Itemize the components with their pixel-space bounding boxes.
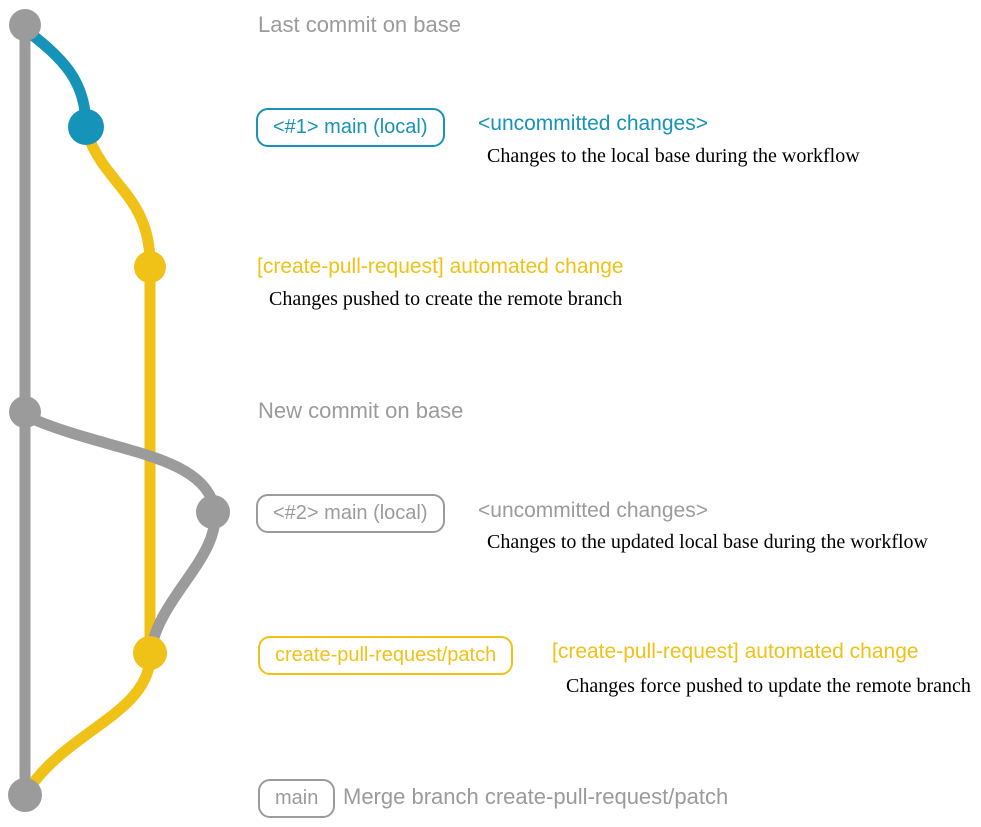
patch-branch-line	[21, 127, 156, 798]
commit-graph	[8, 9, 230, 812]
commit-node-base-1	[9, 9, 41, 41]
merge-commit-message: Merge branch create-pull-request/patch	[343, 784, 729, 809]
commit-node-local-1	[68, 109, 104, 145]
automated-change-description-2: Changes force pushed to update the remot…	[566, 675, 971, 697]
local-branch-edge-2	[20, 410, 221, 656]
automated-change-description-1: Changes pushed to create the remote bran…	[269, 288, 623, 310]
automated-change-title-2: [create-pull-request] automated change	[552, 640, 919, 663]
branch-badge-main: main	[258, 779, 336, 818]
commit-node-local-2	[196, 495, 230, 529]
uncommitted-changes-title-1: <uncommitted changes>	[478, 112, 708, 135]
branch-badge-main-local-2: <#2> main (local)	[256, 494, 445, 533]
uncommitted-changes-description-1: Changes to the local base during the wor…	[487, 145, 860, 167]
uncommitted-changes-description-2: Changes to the updated local base during…	[487, 531, 928, 553]
last-commit-label: Last commit on base	[258, 12, 461, 37]
branch-badge-patch: create-pull-request/patch	[258, 636, 514, 675]
branch-badge-main-local-1: <#1> main (local)	[256, 108, 445, 147]
new-commit-label: New commit on base	[258, 398, 464, 423]
uncommitted-changes-title-2: <uncommitted changes>	[478, 499, 708, 522]
commit-node-patch-2	[133, 636, 167, 670]
commit-node-merge	[8, 778, 42, 812]
commit-node-base-2	[9, 396, 41, 428]
commit-node-patch-1	[134, 251, 166, 283]
automated-change-title-1: [create-pull-request] automated change	[257, 255, 624, 278]
